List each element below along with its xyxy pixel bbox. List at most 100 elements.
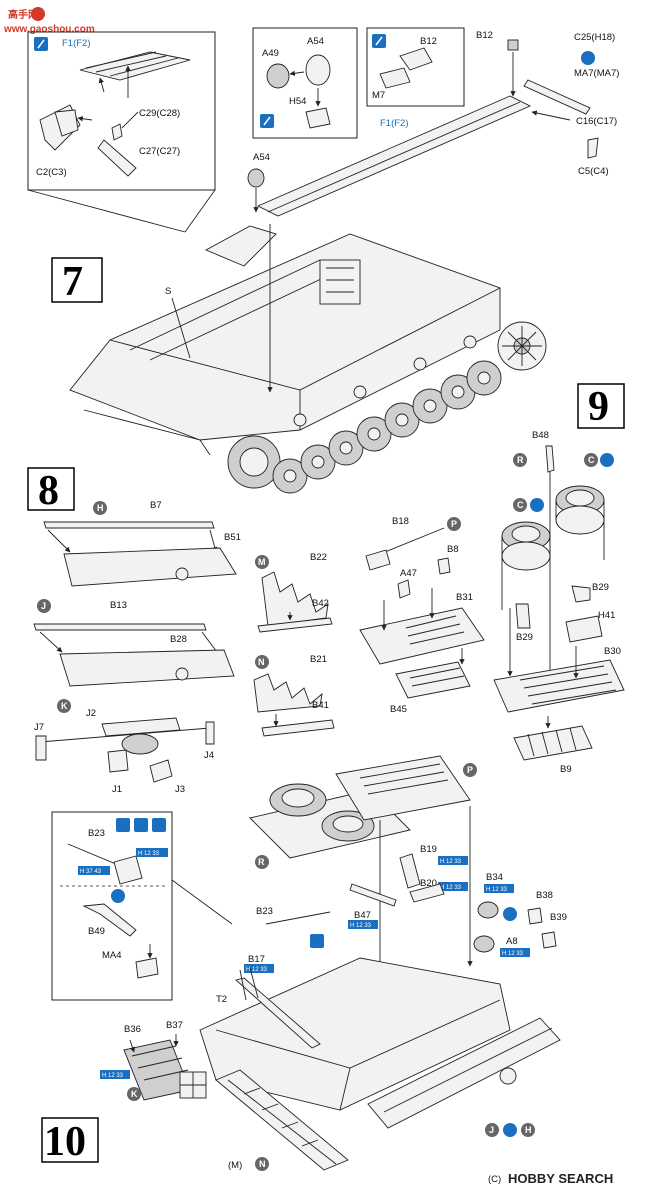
svg-text:M: M xyxy=(258,557,266,567)
step10-top: R P xyxy=(249,755,477,1021)
svg-text:H 12 33: H 12 33 xyxy=(102,1073,124,1079)
circle-r xyxy=(513,453,527,467)
label-b30: B30 xyxy=(604,646,621,657)
label-b39: B39 xyxy=(550,912,567,923)
svg-text:J: J xyxy=(489,1125,494,1135)
label-c16: C16(C17) xyxy=(576,116,617,127)
svg-text:H 12 33: H 12 33 xyxy=(502,951,524,957)
label-b51: B51 xyxy=(224,532,241,543)
paint-icon-b34 xyxy=(503,907,517,921)
label-b19: B19 xyxy=(420,844,437,855)
svg-text:N: N xyxy=(258,657,265,667)
label-a49: A49 xyxy=(262,48,279,59)
label-b34: B34 xyxy=(486,872,503,883)
step-8-badge: 8 xyxy=(27,467,75,514)
label-b22: B22 xyxy=(310,552,327,563)
svg-text:K: K xyxy=(61,701,68,711)
step8-p-assembly: B18 P B8 A47 B31 B45 xyxy=(359,516,485,715)
label-j1: J1 xyxy=(112,784,122,795)
label-b41: B41 xyxy=(312,700,329,711)
label-c5: C5(C4) xyxy=(578,166,609,177)
tool-icon xyxy=(310,934,324,948)
label-f1-main: F1(F2) xyxy=(380,118,409,129)
svg-text:J: J xyxy=(41,601,46,611)
step9-assembly: B48 R C C B29 H41 B29 B30 B9 xyxy=(493,430,625,775)
step10-labels: B19 H 12 33 B20 H 12 33 B34 H 12 33 A8 H… xyxy=(100,844,567,1079)
paint-icon-jh xyxy=(503,1123,517,1137)
label-b38: B38 xyxy=(536,890,553,901)
circle-m-label: (M) xyxy=(228,1160,242,1171)
label-b17: B17 xyxy=(248,954,265,965)
label-b29-right: B29 xyxy=(592,582,609,593)
step-9-badge: 9 xyxy=(577,383,625,430)
paint-icon-inset xyxy=(116,818,130,832)
circle-c2 xyxy=(513,498,527,512)
svg-text:P: P xyxy=(467,765,473,775)
svg-text:(C): (C) xyxy=(488,1174,501,1185)
label-b37: B37 xyxy=(166,1020,183,1031)
label-a54-inset: A54 xyxy=(307,36,324,47)
label-c29: C29(C28) xyxy=(139,108,180,119)
label-b9: B9 xyxy=(560,764,572,775)
step10-inset: B23 H 37 43 H 12 33 B49 MA4 xyxy=(51,811,233,1001)
svg-text:H: H xyxy=(525,1125,532,1135)
step-10-number: 10 xyxy=(44,1119,86,1165)
step8-n-assembly: N B21 B41 xyxy=(253,654,335,737)
svg-text:N: N xyxy=(259,1159,266,1169)
label-b31: B31 xyxy=(456,592,473,603)
label-b36: B36 xyxy=(124,1024,141,1035)
label-b18: B18 xyxy=(392,516,409,527)
svg-text:H 12 33: H 12 33 xyxy=(246,967,268,973)
watermark-url: www.gaoshou.com xyxy=(3,24,95,35)
label-j3: J3 xyxy=(175,784,185,795)
svg-text:H 12 33: H 12 33 xyxy=(486,887,508,893)
label-ma7: MA7(MA7) xyxy=(574,68,619,79)
svg-text:H: H xyxy=(97,503,104,513)
label-a54-main: A54 xyxy=(253,152,270,163)
label-b42: B42 xyxy=(312,598,329,609)
step-9-number: 9 xyxy=(588,384,609,430)
label-a47: A47 xyxy=(400,568,417,579)
label-b13: B13 xyxy=(110,600,127,611)
label-j2: J2 xyxy=(86,708,96,719)
label-t2: T2 xyxy=(216,994,227,1005)
label-b12-inset: B12 xyxy=(420,36,437,47)
label-b29-left: B29 xyxy=(516,632,533,643)
svg-text:H 12 33: H 12 33 xyxy=(440,859,462,865)
label-b20: B20 xyxy=(420,878,437,889)
paint-icon-c1 xyxy=(600,453,614,467)
watermark: 高手网 www.gaoshou.com xyxy=(3,7,95,35)
paint-icon-b49 xyxy=(111,889,125,903)
step-10-badge: 10 xyxy=(41,1117,99,1165)
paint-icon-inset-2 xyxy=(134,818,148,832)
label-c2: C2(C3) xyxy=(36,167,67,178)
label-a8: A8 xyxy=(506,936,518,947)
footer-brand: (C) HOBBY SEARCH xyxy=(488,1171,613,1186)
svg-text:P: P xyxy=(451,519,457,529)
paint-icon xyxy=(581,51,595,65)
step8-h-assembly: H B7 B51 xyxy=(43,500,241,587)
label-b48: B48 xyxy=(532,430,549,441)
watermark-site: 高手网 xyxy=(8,8,38,21)
label-c27: C27(C27) xyxy=(139,146,180,157)
label-b8: B8 xyxy=(447,544,459,555)
label-b47: B47 xyxy=(354,910,371,921)
label-j7: J7 xyxy=(34,722,44,733)
paint-icon-c2 xyxy=(530,498,544,512)
svg-text:H 12 33: H 12 33 xyxy=(138,851,160,857)
step-7-number: 7 xyxy=(62,259,83,305)
label-b23-inset: B23 xyxy=(88,828,105,839)
svg-text:H 12 33: H 12 33 xyxy=(440,885,462,891)
svg-text:R: R xyxy=(258,857,265,867)
step8-j-assembly: J B13 B28 xyxy=(33,599,235,687)
step-8-number: 8 xyxy=(38,468,59,514)
watermark-logo-icon xyxy=(31,7,45,21)
label-j4: J4 xyxy=(204,750,214,761)
label-h41: H41 xyxy=(598,610,615,621)
step-7-badge: 7 xyxy=(51,257,103,305)
svg-text:R: R xyxy=(517,455,524,465)
svg-text:H 12 33: H 12 33 xyxy=(350,923,372,929)
step7-inset-mid: A49 A54 H54 xyxy=(252,27,358,139)
svg-text:C: C xyxy=(588,455,595,465)
